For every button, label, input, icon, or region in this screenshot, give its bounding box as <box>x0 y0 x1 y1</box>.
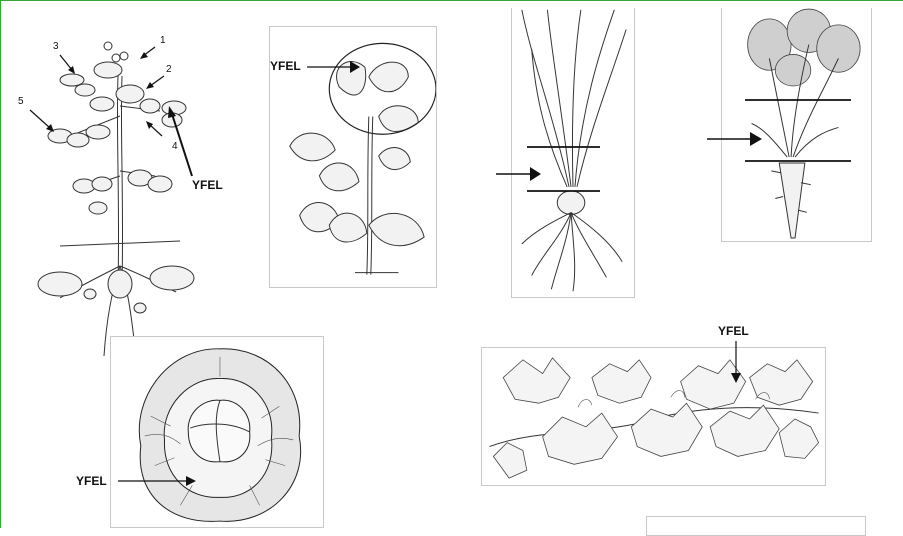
empty-frame-bottom-right <box>646 516 866 536</box>
cucumber-yfel-label: YFEL <box>718 325 749 337</box>
